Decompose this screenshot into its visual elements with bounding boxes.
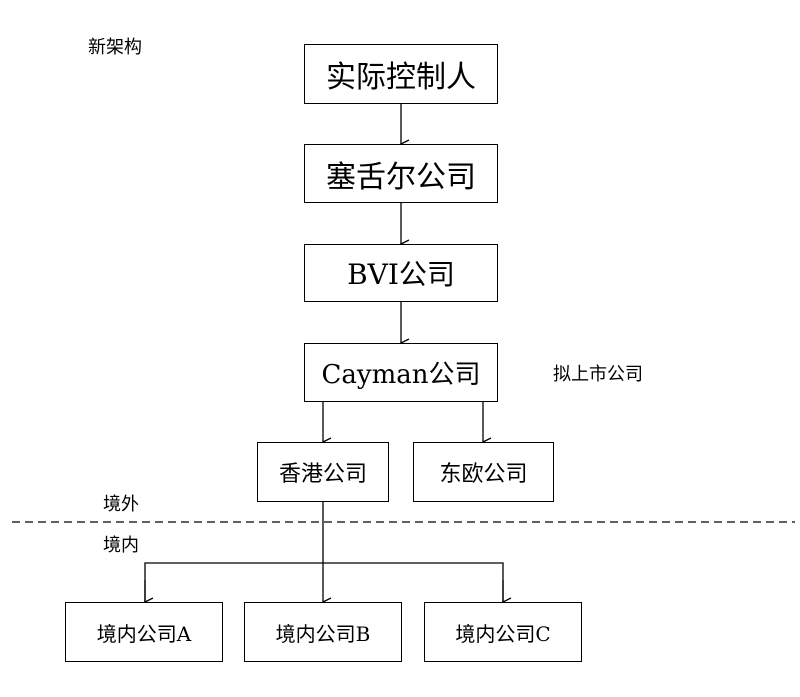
node-domestic-b: 境内公司B [244,602,402,662]
node-domestic-c: 境内公司C [424,602,582,662]
node-cayman: Cayman公司 [304,343,498,402]
node-bvi: BVI公司 [304,244,498,302]
diagram-title: 新架构 [88,37,142,58]
edge-hongkong-branch [144,562,504,602]
node-domestic-a: 境内公司A [65,602,223,662]
node-hongkong: 香港公司 [257,442,389,502]
annotation-onshore: 境内 [103,535,139,556]
node-easteurope: 东欧公司 [413,442,554,502]
annotation-listed-company: 拟上市公司 [553,364,643,385]
annotation-offshore: 境外 [103,494,139,515]
node-controller: 实际控制人 [304,44,498,104]
node-seychelles: 塞舌尔公司 [304,144,498,203]
